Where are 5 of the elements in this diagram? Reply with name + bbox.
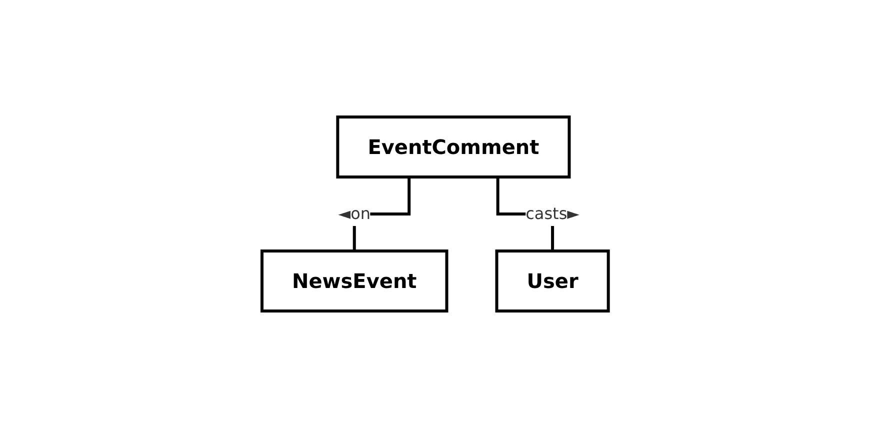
node-box: EventComment [336, 115, 572, 178]
edge-label: casts► [526, 204, 580, 222]
node-box: NewsEvent [260, 249, 449, 312]
edge-label: ◄on [338, 204, 371, 222]
node-box: User [496, 249, 610, 312]
